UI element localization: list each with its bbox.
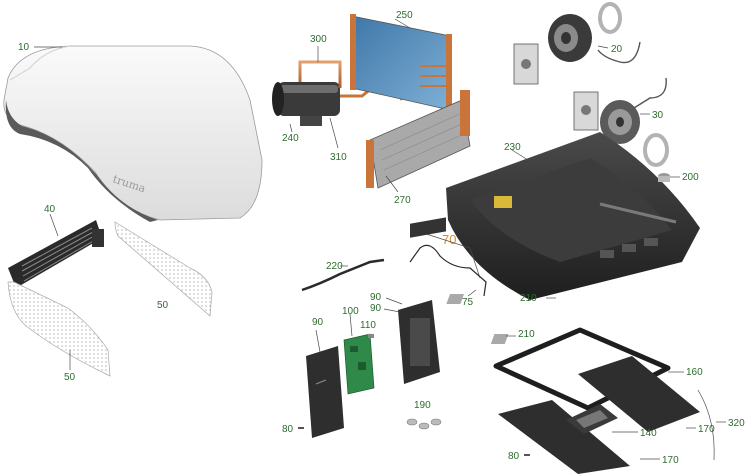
label-230: 230 (504, 142, 521, 153)
label-50-right: 50 (157, 300, 169, 311)
air-duct-140 (566, 404, 618, 434)
label-90-left: 90 (312, 317, 324, 328)
foot-pads (406, 418, 442, 430)
label-220: 220 (326, 261, 343, 272)
control-pcb (343, 333, 375, 395)
adhesive-pad-lower (490, 334, 509, 344)
blower-cable-30 (633, 77, 667, 109)
label-160: 160 (686, 367, 703, 378)
label-170-upper: 170 (698, 424, 715, 435)
adhesive-pad-upper (446, 294, 464, 304)
label-190: 190 (414, 400, 431, 411)
label-80-right: 80 (508, 451, 520, 462)
label-210-lower: 210 (518, 329, 535, 340)
label-70: 70 (442, 232, 456, 247)
label-80-left: 80 (282, 424, 294, 435)
motor-bracket-30 (573, 91, 599, 131)
mounting-plate-lower (498, 400, 630, 474)
label-270: 270 (394, 195, 411, 206)
label-40: 40 (44, 204, 56, 215)
motor-bracket-20 (513, 43, 539, 85)
compressor (272, 82, 340, 126)
copper-pipe-300 (298, 60, 342, 88)
label-100: 100 (342, 306, 359, 317)
control-housing (398, 300, 440, 384)
blower-cable-20 (597, 41, 641, 64)
label-90-mid: 90 (370, 303, 382, 314)
base-tray (446, 132, 700, 300)
roof-seal-160 (493, 327, 671, 411)
label-310: 310 (330, 152, 347, 163)
label-300: 300 (310, 34, 327, 45)
label-250: 250 (396, 10, 413, 21)
label-210-upper: 210 (520, 293, 537, 304)
blower-wheel-30 (600, 100, 640, 144)
fuse-110 (368, 334, 374, 338)
fan-ring-30 (643, 133, 669, 167)
mounting-plate-upper (578, 356, 700, 432)
cable-harness-220 (301, 258, 385, 292)
label-170-lower: 170 (662, 455, 679, 466)
blower-wheel-20 (548, 14, 592, 62)
label-90-top: 90 (370, 292, 382, 303)
filter-mesh-right (114, 221, 213, 317)
roof-shroud: truma (3, 45, 263, 222)
label-320: 320 (728, 418, 745, 429)
rear-grille (8, 220, 104, 288)
label-10: 10 (18, 42, 30, 53)
cable-harness-70 (409, 244, 487, 297)
filter-mesh-left (7, 281, 111, 377)
housing-bracket-upper (410, 217, 446, 238)
label-200: 200 (682, 172, 699, 183)
electronics-cover (306, 346, 344, 438)
drain-cap (658, 173, 670, 182)
condenser-coil (350, 14, 452, 112)
evaporator-coil (366, 90, 471, 189)
label-75: 75 (462, 297, 474, 308)
label-20: 20 (611, 44, 623, 55)
label-110: 110 (360, 320, 376, 331)
label-50-left: 50 (64, 372, 76, 383)
label-30: 30 (652, 110, 664, 121)
label-240: 240 (282, 133, 299, 144)
fan-ring-20 (598, 2, 622, 34)
label-140: 140 (640, 428, 657, 439)
